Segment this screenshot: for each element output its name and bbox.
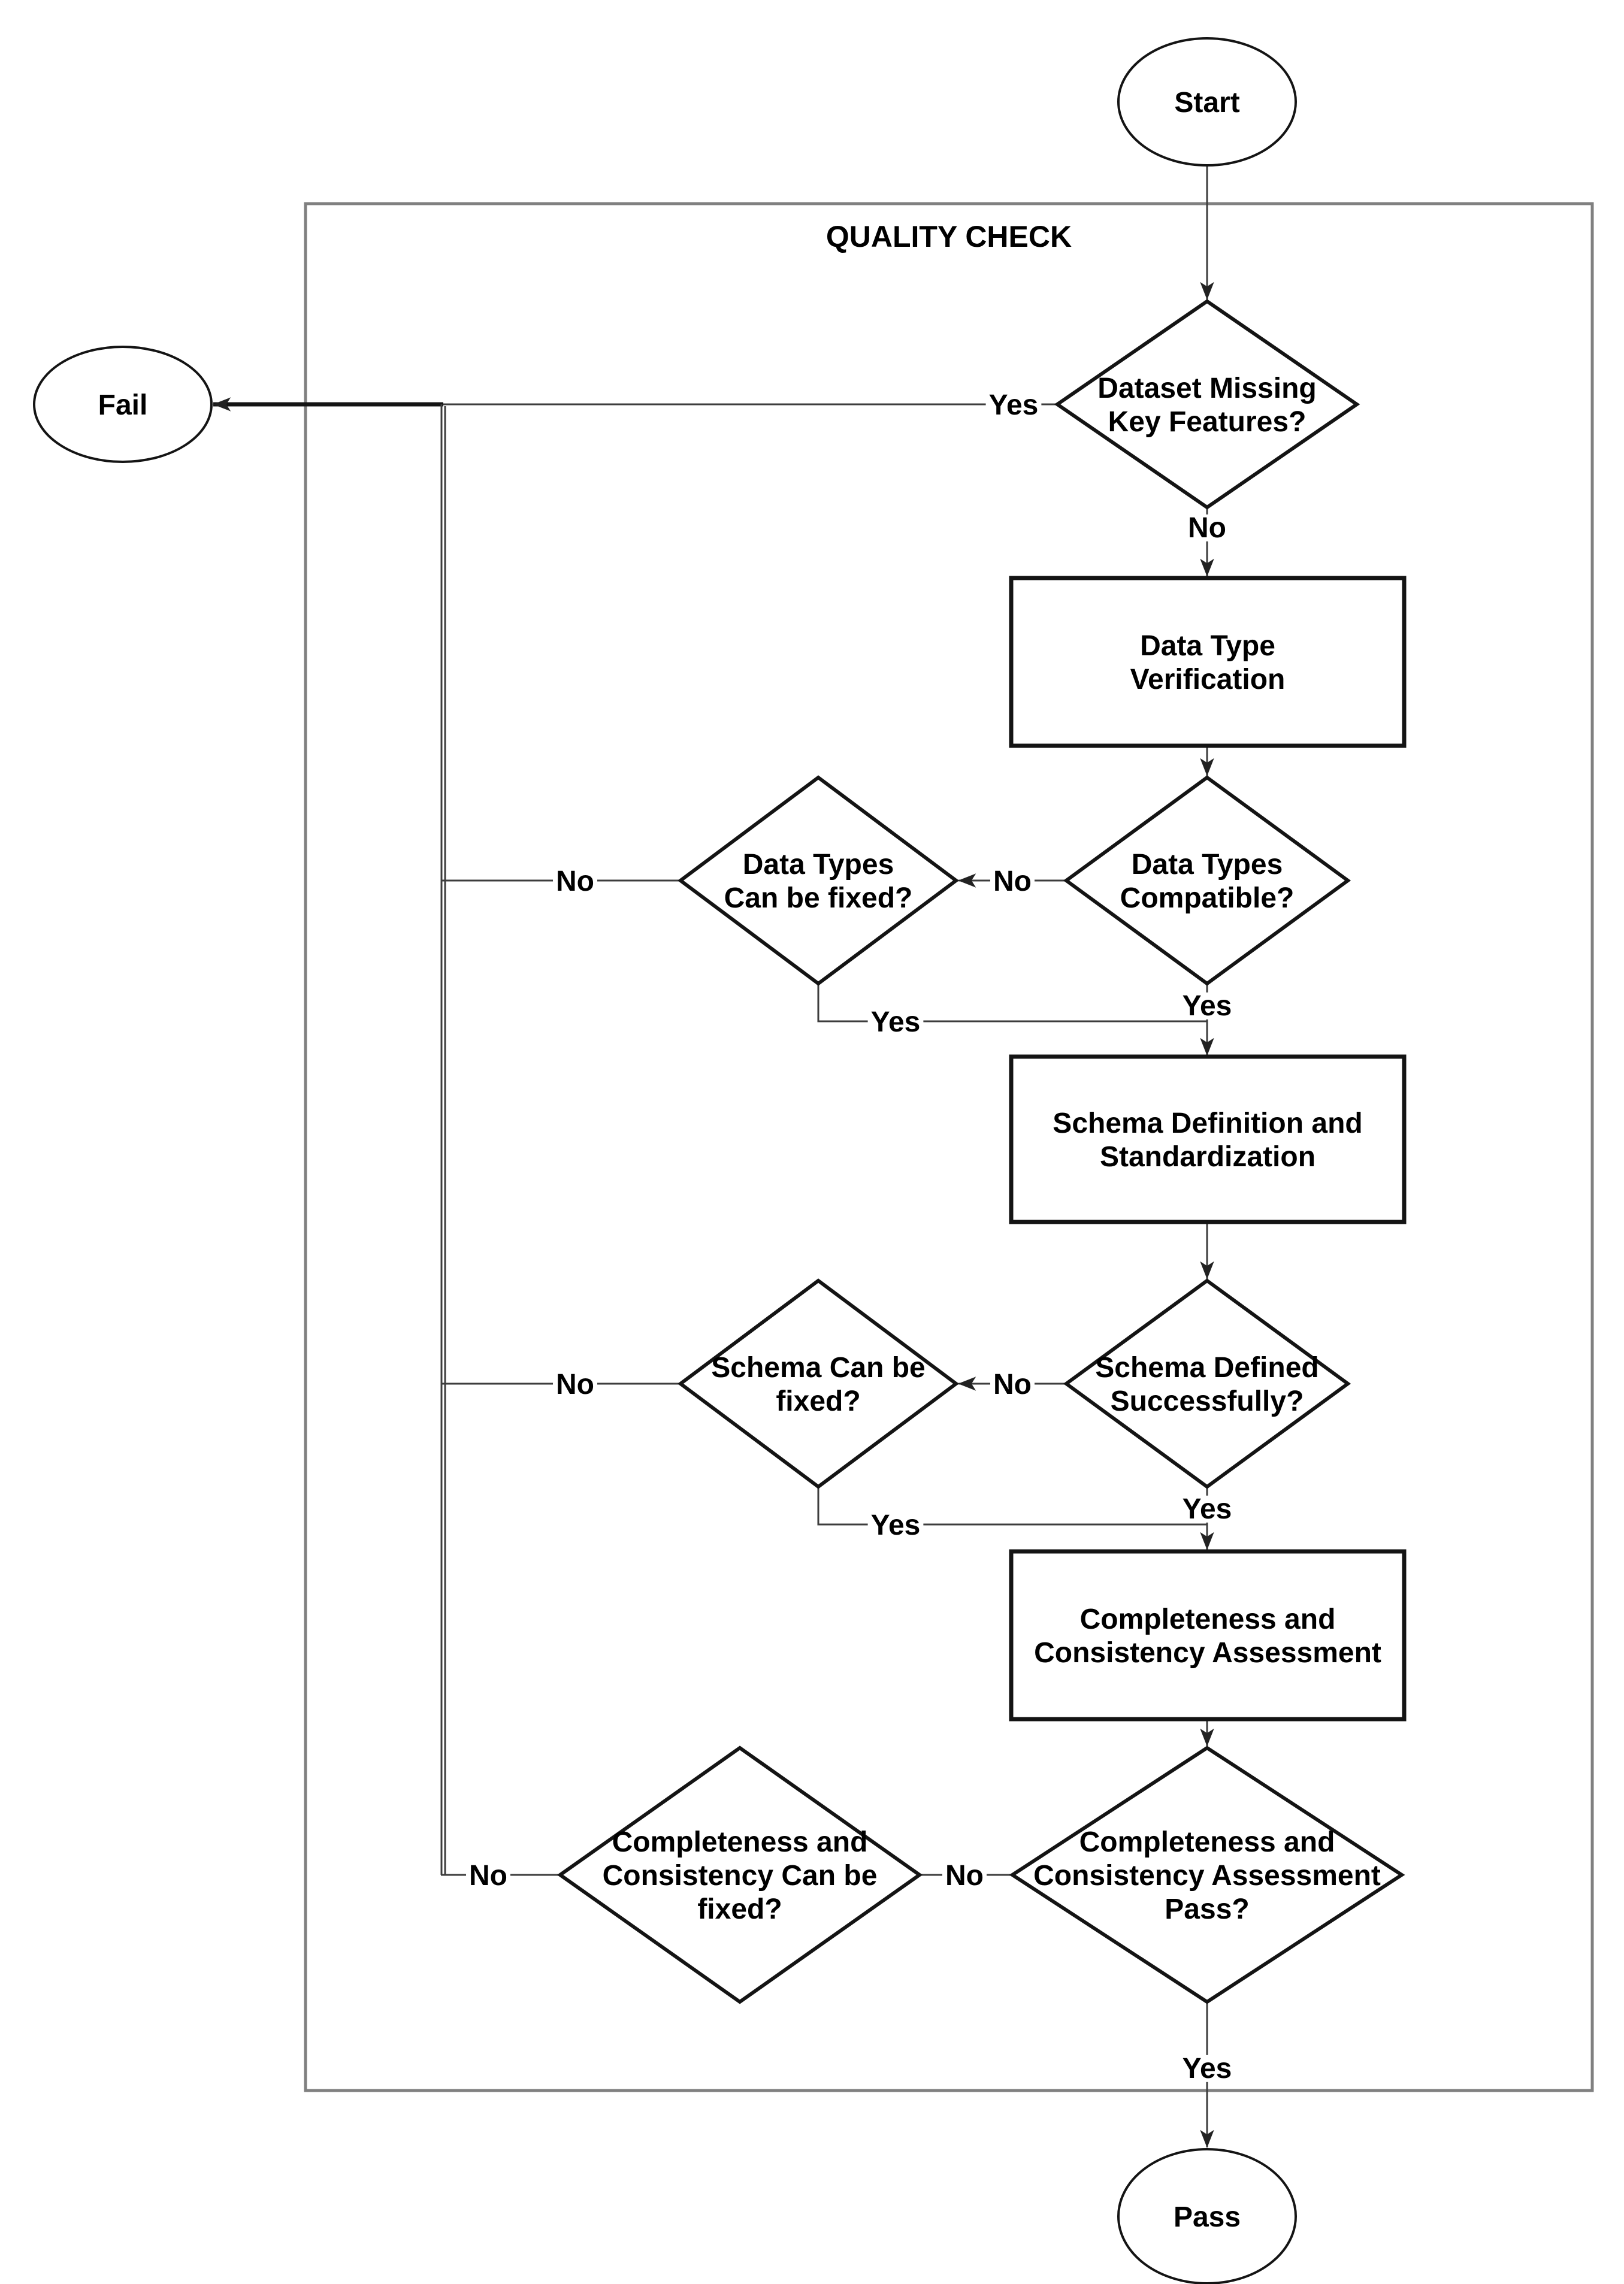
edge-label-yes-0: Yes (989, 389, 1039, 421)
node-fail: Fail (33, 346, 213, 463)
d7-diamond (557, 1745, 923, 2004)
edge-label-no-2: No (993, 866, 1032, 897)
edge-label-bg (1185, 514, 1229, 541)
edge-label-bg (553, 1371, 597, 1398)
edge-label-no-6: No (993, 1369, 1032, 1400)
edge-label-yes-4: Yes (1183, 990, 1232, 1022)
fail-label: Fail (98, 389, 148, 421)
edge-label-no-10: No (945, 1860, 984, 1892)
node-start: Start (1117, 37, 1297, 167)
d4-diamond (1063, 1278, 1351, 1489)
edge-label-bg (867, 1008, 924, 1036)
d2-diamond (1063, 775, 1351, 986)
d5-diamond (677, 1278, 960, 1489)
edge-label-bg (1179, 992, 1235, 1020)
fail-ellipse (33, 346, 213, 463)
edge-d5-yes-elbow (817, 1487, 1207, 1526)
edge-label-bg (985, 391, 1042, 419)
d3-diamond (677, 775, 960, 986)
quality-check-container (304, 202, 1594, 2092)
edge-label-yes-9: Yes (871, 1509, 921, 1541)
edge-label-yes-12: Yes (1183, 2053, 1232, 2085)
edge-label-bg (466, 1862, 510, 1889)
edge-label-bg (1179, 1495, 1235, 1523)
edge-label-bg (990, 867, 1035, 895)
pass-ellipse (1117, 2148, 1297, 2284)
edge-label-yes-5: Yes (871, 1006, 921, 1038)
edge-d3-yes-elbow (817, 984, 1207, 1022)
node-pass: Pass (1117, 2148, 1297, 2284)
container-title: QUALITY CHECK (826, 220, 1072, 253)
d1-diamond (1054, 299, 1360, 510)
edge-label-no-7: No (556, 1369, 594, 1400)
edge-label-bg (1179, 2055, 1235, 2082)
edge-label-no-11: No (469, 1860, 507, 1892)
edge-label-no-1: No (1188, 512, 1226, 544)
edge-label-bg (942, 1862, 987, 1889)
box2-rect (1009, 1054, 1407, 1224)
box3-rect (1009, 1549, 1407, 1722)
start-label: Start (1174, 87, 1239, 119)
edge-label-yes-8: Yes (1183, 1493, 1232, 1525)
d6-diamond (1009, 1745, 1405, 2004)
start-ellipse (1117, 37, 1297, 167)
box1-rect (1009, 576, 1407, 748)
edge-label-bg (867, 1511, 924, 1539)
edge-label-bg (553, 867, 597, 895)
pass-label: Pass (1174, 2201, 1241, 2233)
edge-label-bg (990, 1371, 1035, 1398)
edge-label-no-3: No (556, 866, 594, 897)
